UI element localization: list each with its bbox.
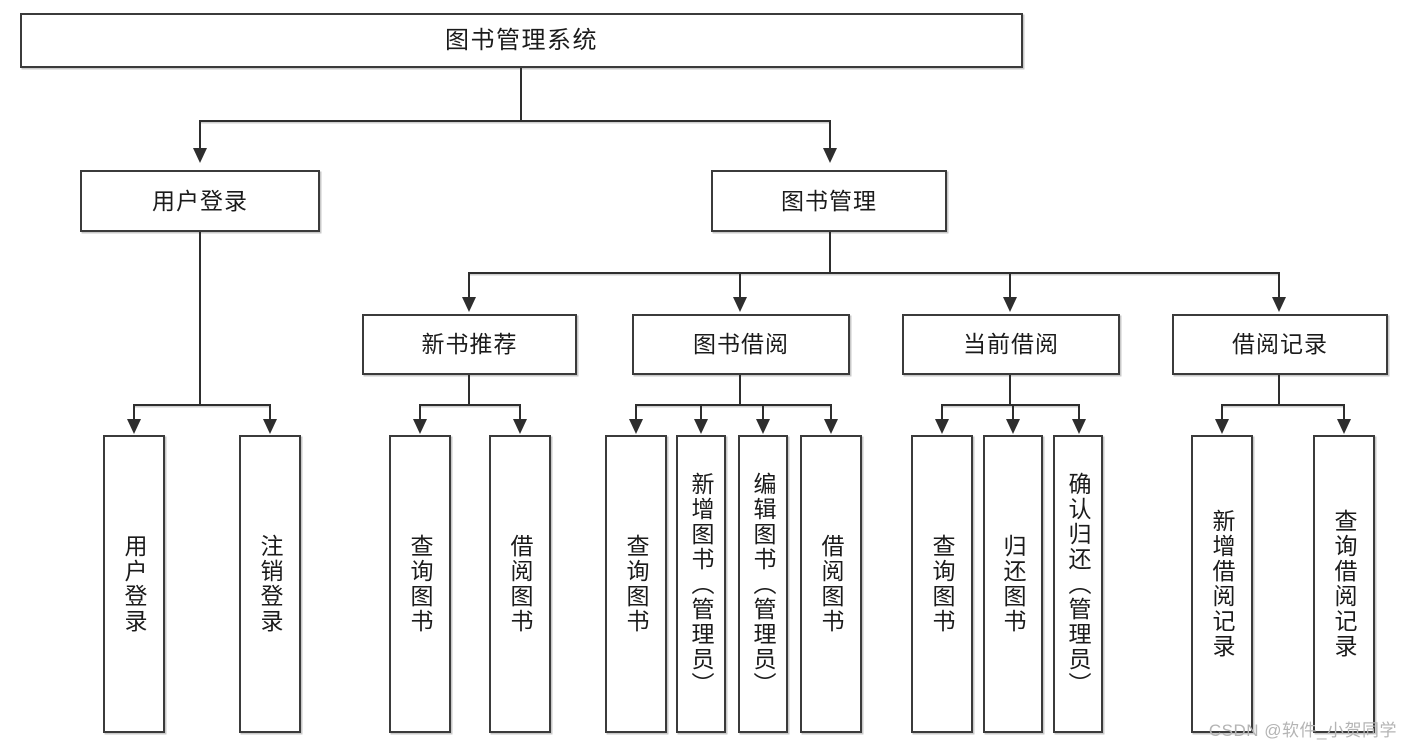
arrowhead-borrowrecord-leaf-2 (1337, 419, 1351, 434)
node-label: 借阅图书 (818, 534, 845, 634)
node-label: 借阅图书 (507, 534, 534, 634)
node-label: 新书推荐 (421, 331, 518, 358)
node-label: 确认归还（管理员） (1065, 471, 1092, 697)
node-current-borrow[interactable]: 当前借阅 (902, 314, 1120, 375)
connector-bookborrow-drop-2 (700, 404, 702, 420)
connector-bookborrow-drop-3 (762, 404, 764, 420)
arrowhead-currentborrow-leaf-2 (1006, 419, 1020, 434)
connector-bookmgmt-drop-1 (468, 272, 470, 298)
arrowhead-newbook-leaf-1 (413, 419, 427, 434)
connector-bookmgmt-drop-3 (1009, 272, 1011, 298)
arrowhead-bookborrow-leaf-3 (756, 419, 770, 434)
leaf-newbook-borrow-book[interactable]: 借阅图书 (489, 435, 551, 733)
node-label: 查询图书 (929, 534, 956, 634)
node-label: 图书管理系统 (445, 26, 598, 54)
arrowhead-to-bookmgmt (823, 148, 837, 163)
watermark-text: CSDN @软件_小贺同学 (1208, 721, 1397, 740)
leaf-bookborrow-borrow-book[interactable]: 借阅图书 (800, 435, 862, 733)
connector-bookmgmt-bar (468, 272, 1280, 274)
arrowhead-bookborrow-leaf-4 (824, 419, 838, 434)
arrowhead-currentborrow-leaf-3 (1072, 419, 1086, 434)
connector-bookborrow-stem (739, 375, 741, 404)
node-borrow-record[interactable]: 借阅记录 (1172, 314, 1388, 375)
arrowhead-borrowrecord-leaf-1 (1215, 419, 1229, 434)
node-label: 新增借阅记录 (1209, 509, 1236, 659)
connector-bookborrow-drop-4 (830, 404, 832, 420)
leaf-borrowrecord-add-record[interactable]: 新增借阅记录 (1191, 435, 1253, 733)
connector-root-stem (520, 68, 522, 120)
connector-bookmgmt-drop-2 (739, 272, 741, 298)
arrowhead-userlogin-leaf-1 (127, 419, 141, 434)
connector-userlogin-drop-1 (133, 404, 135, 420)
node-label: 用户登录 (152, 187, 248, 214)
arrowhead-userlogin-leaf-2 (263, 419, 277, 434)
connector-root-to-userlogin (199, 120, 201, 150)
leaf-currentborrow-query-book[interactable]: 查询图书 (911, 435, 973, 733)
node-label: 查询图书 (407, 534, 434, 634)
node-label: 归还图书 (1000, 534, 1027, 634)
connector-currentborrow-bar (941, 404, 1080, 406)
connector-userlogin-stem (199, 232, 201, 404)
leaf-bookborrow-edit-book[interactable]: 编辑图书（管理员） (738, 435, 788, 733)
leaf-borrowrecord-query-record[interactable]: 查询借阅记录 (1313, 435, 1375, 733)
node-label: 查询借阅记录 (1331, 509, 1358, 659)
connector-currentborrow-drop-2 (1012, 404, 1014, 420)
connector-root-to-bookmgmt (829, 120, 831, 150)
connector-borrowrecord-bar (1221, 404, 1345, 406)
connector-bookborrow-bar (635, 404, 832, 406)
connector-borrowrecord-stem (1278, 375, 1280, 404)
connector-root-bar (199, 120, 831, 122)
node-label: 新增图书（管理员） (688, 471, 715, 697)
connector-borrowrecord-drop-1 (1221, 404, 1223, 420)
leaf-currentborrow-return-book[interactable]: 归还图书 (983, 435, 1043, 733)
node-label: 用户登录 (121, 534, 148, 634)
connector-currentborrow-drop-3 (1078, 404, 1080, 420)
node-label: 编辑图书（管理员） (750, 471, 777, 697)
node-root-system[interactable]: 图书管理系统 (20, 13, 1023, 68)
connector-bookborrow-drop-1 (635, 404, 637, 420)
node-label: 图书借阅 (693, 331, 789, 358)
connector-userlogin-drop-2 (269, 404, 271, 420)
leaf-newbook-query-book[interactable]: 查询图书 (389, 435, 451, 733)
node-label: 借阅记录 (1232, 331, 1328, 358)
node-book-borrow[interactable]: 图书借阅 (632, 314, 850, 375)
leaf-currentborrow-confirm-return[interactable]: 确认归还（管理员） (1053, 435, 1103, 733)
connector-currentborrow-drop-1 (941, 404, 943, 420)
arrowhead-to-new-book (462, 297, 476, 312)
arrowhead-to-borrow-record (1272, 297, 1286, 312)
node-label: 注销登录 (257, 534, 284, 634)
arrowhead-bookborrow-leaf-2 (694, 419, 708, 434)
connector-newbook-drop-2 (519, 404, 521, 420)
leaf-bookborrow-query-book[interactable]: 查询图书 (605, 435, 667, 733)
arrowhead-to-current-borrow (1003, 297, 1017, 312)
connector-currentborrow-stem (1009, 375, 1011, 404)
connector-bookmgmt-stem (829, 232, 831, 272)
node-label: 查询图书 (623, 534, 650, 634)
node-label: 当前借阅 (963, 331, 1059, 358)
connector-borrowrecord-drop-2 (1343, 404, 1345, 420)
leaf-bookborrow-add-book[interactable]: 新增图书（管理员） (676, 435, 726, 733)
node-label: 图书管理 (781, 187, 877, 214)
arrowhead-newbook-leaf-2 (513, 419, 527, 434)
arrowhead-to-userlogin (193, 148, 207, 163)
leaf-user-login[interactable]: 用户登录 (103, 435, 165, 733)
node-book-management[interactable]: 图书管理 (711, 170, 947, 232)
node-new-book-recommend[interactable]: 新书推荐 (362, 314, 577, 375)
connector-userlogin-bar (133, 404, 270, 406)
arrowhead-currentborrow-leaf-1 (935, 419, 949, 434)
arrowhead-bookborrow-leaf-1 (629, 419, 643, 434)
node-user-login[interactable]: 用户登录 (80, 170, 320, 232)
connector-newbook-drop-1 (419, 404, 421, 420)
leaf-user-logout[interactable]: 注销登录 (239, 435, 301, 733)
connector-bookmgmt-drop-4 (1278, 272, 1280, 298)
arrowhead-to-book-borrow (733, 297, 747, 312)
connector-newbook-stem (468, 375, 470, 404)
connector-newbook-bar (419, 404, 521, 406)
